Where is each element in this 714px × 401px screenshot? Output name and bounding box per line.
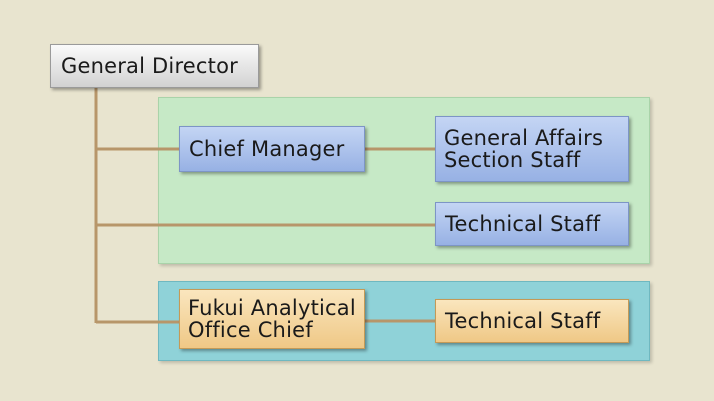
technical-staff-label-2: Technical Staff bbox=[445, 309, 601, 333]
general-affairs-label-line1: General Affairs bbox=[444, 126, 604, 150]
technical-staff-label-1: Technical Staff bbox=[445, 212, 601, 236]
chief-manager-label: Chief Manager bbox=[189, 137, 345, 161]
general-director-label: General Director bbox=[61, 54, 238, 78]
fukui-office-chief-box: Fukui Analytical Office Chief bbox=[179, 289, 365, 349]
technical-staff-box-2: Technical Staff bbox=[435, 299, 629, 343]
general-director-box: General Director bbox=[50, 44, 259, 88]
fukui-office-chief-label-line1: Fukui Analytical bbox=[188, 296, 356, 320]
general-affairs-label-line2: Section Staff bbox=[444, 148, 581, 172]
general-affairs-staff-box: General Affairs Section Staff bbox=[435, 116, 629, 182]
fukui-office-chief-label-line2: Office Chief bbox=[188, 318, 313, 342]
technical-staff-box-1: Technical Staff bbox=[435, 202, 629, 246]
chief-manager-box: Chief Manager bbox=[179, 126, 365, 172]
